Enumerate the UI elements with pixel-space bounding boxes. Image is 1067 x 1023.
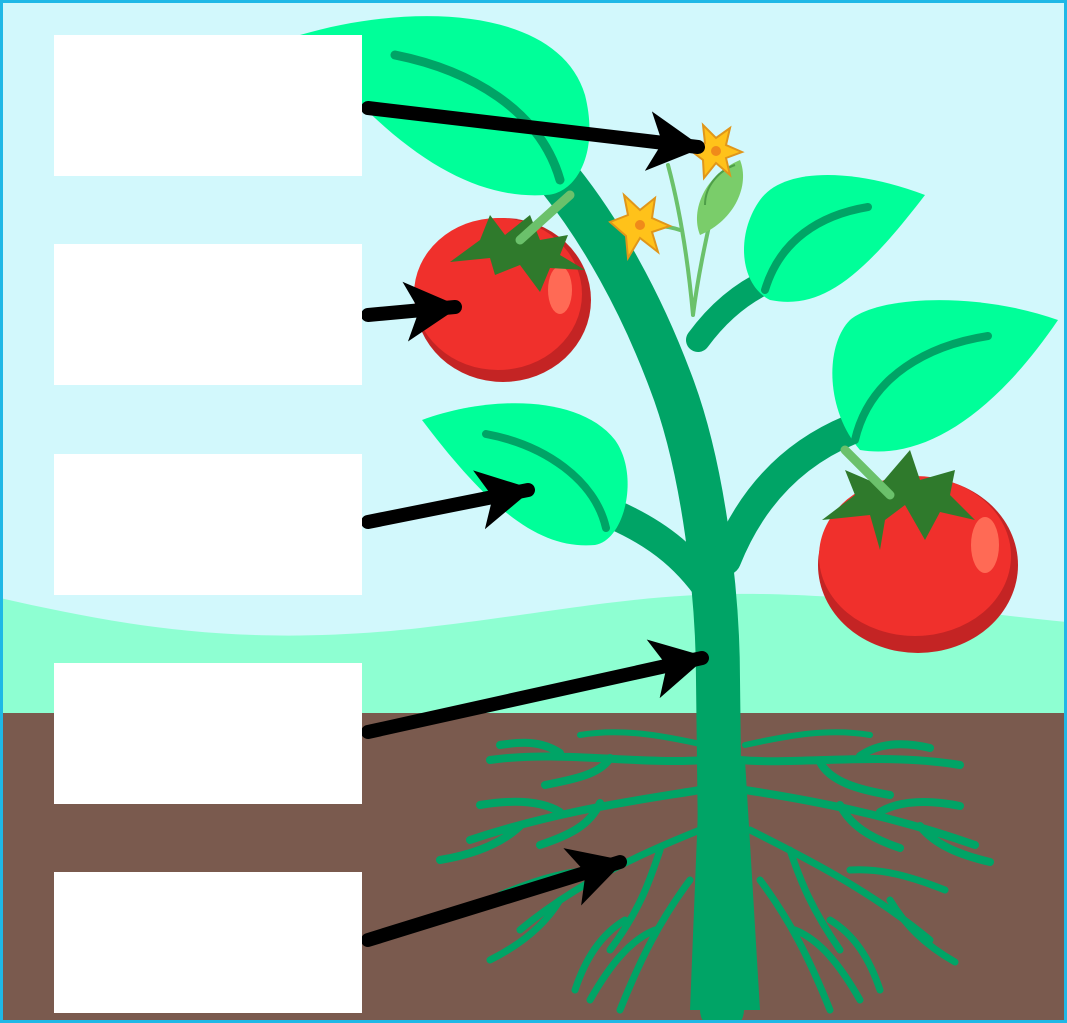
arrow-to-fruit (368, 307, 455, 315)
label-box-flower[interactable] (54, 35, 362, 176)
label-box-leaf[interactable] (54, 454, 362, 595)
label-box-fruit[interactable] (54, 244, 362, 385)
label-box-root[interactable] (54, 872, 362, 1013)
label-box-stem[interactable] (54, 663, 362, 804)
